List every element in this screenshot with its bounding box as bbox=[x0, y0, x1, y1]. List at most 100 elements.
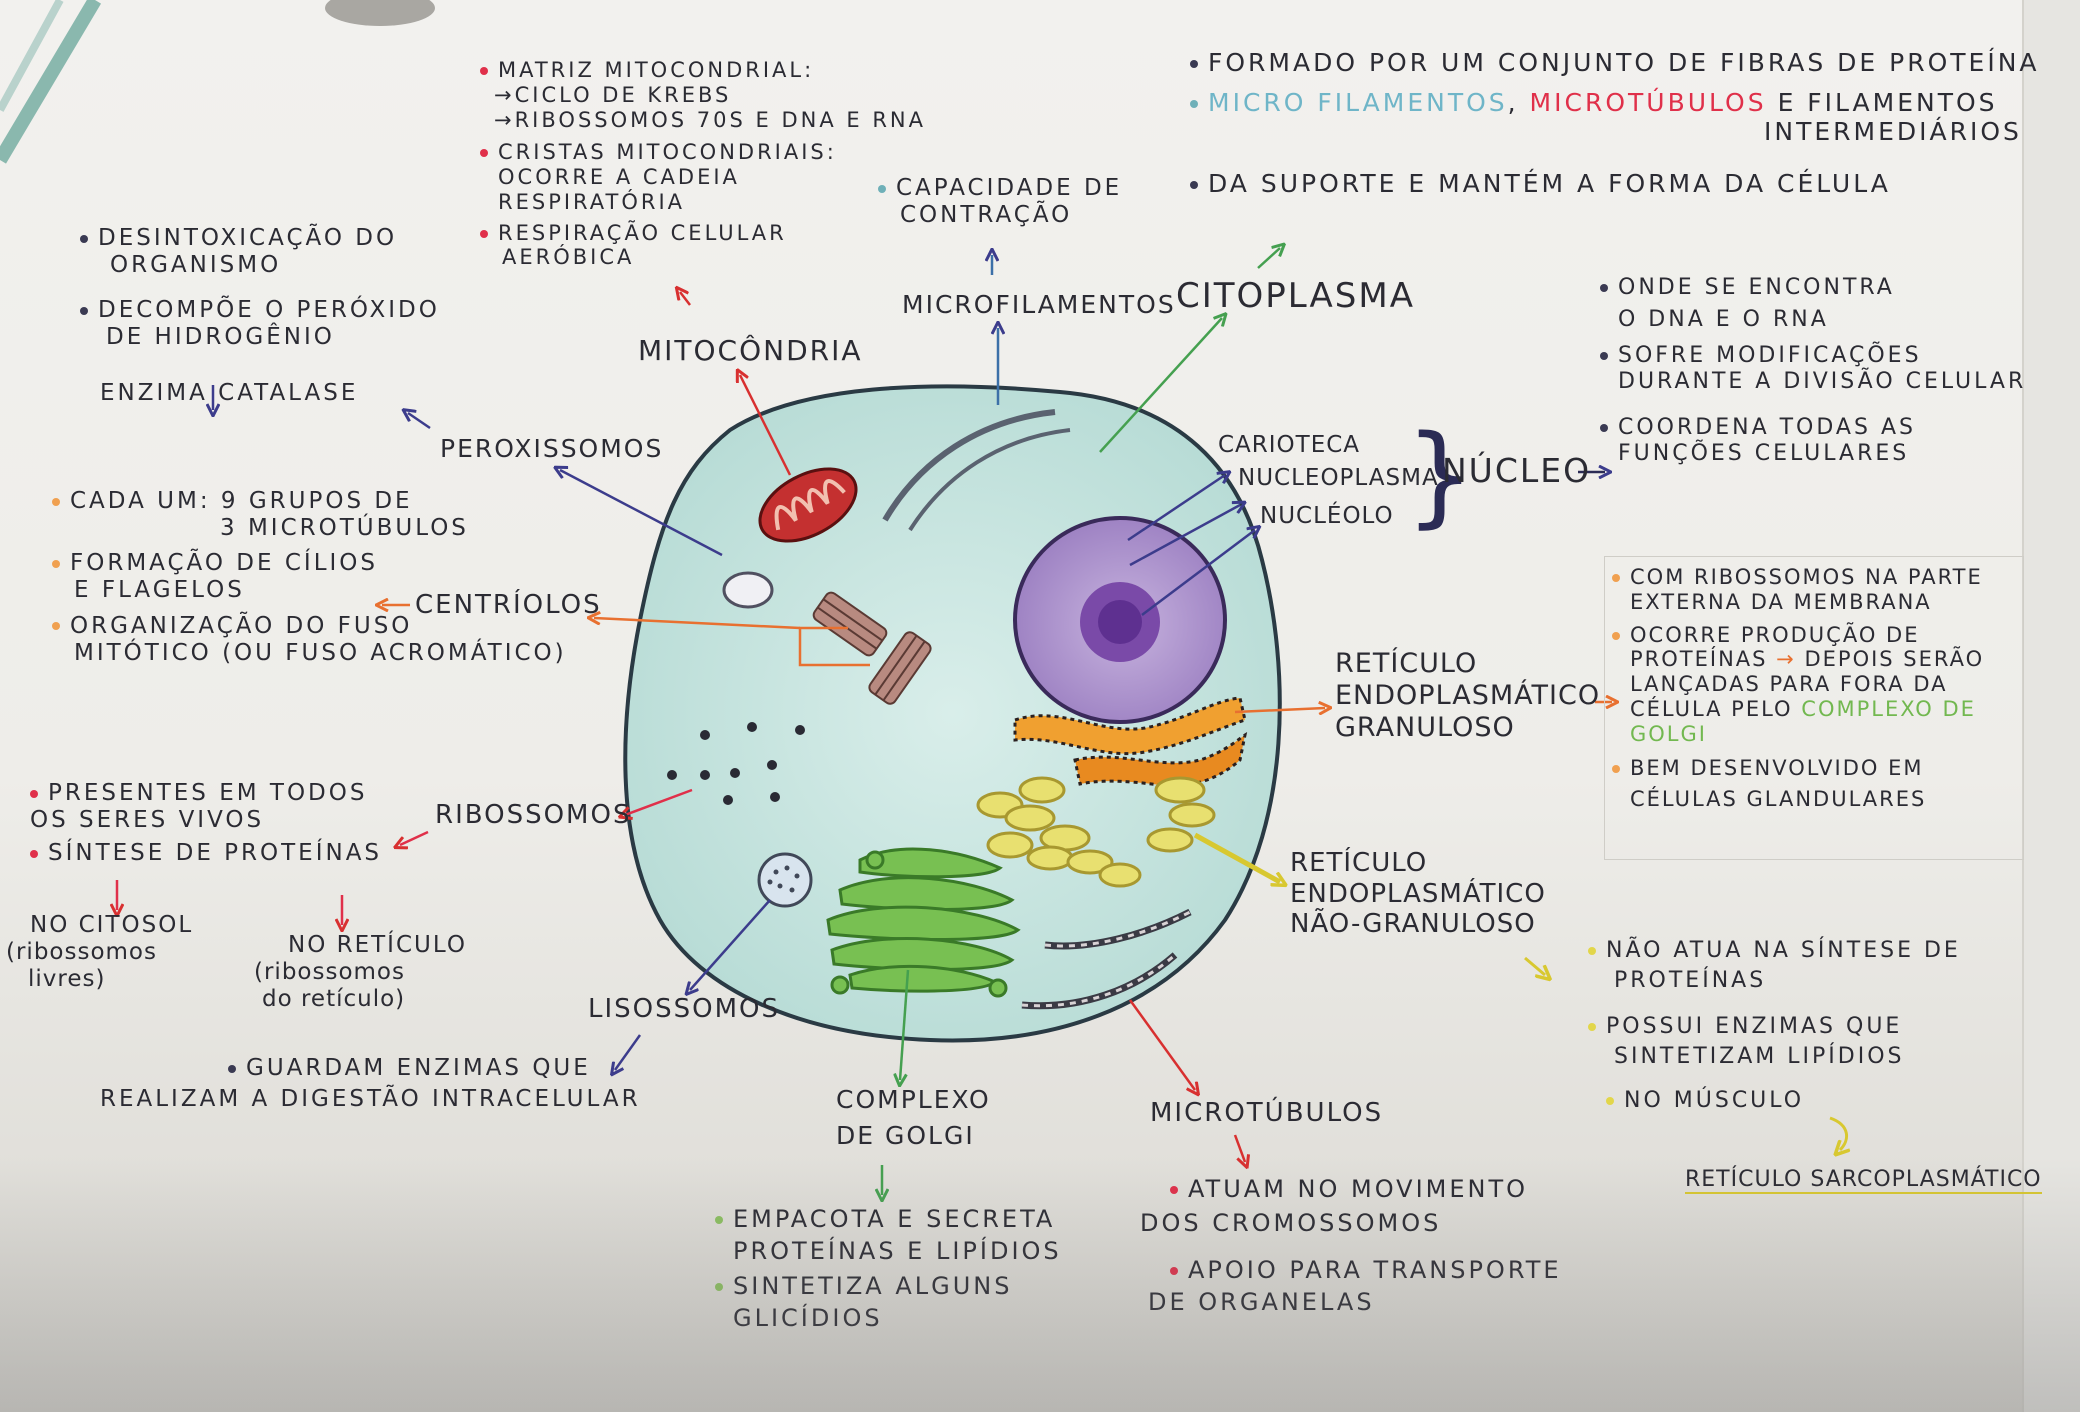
formacao-text-2: E FLAGELOS bbox=[74, 577, 245, 604]
cristas-text-3: RESPIRATÓRIA bbox=[498, 189, 686, 214]
golgi-title-2: DE GOLGI bbox=[836, 1120, 975, 1150]
desintox-text-2: ORGANISMO bbox=[110, 252, 282, 279]
lysosome-shape bbox=[757, 852, 813, 908]
centrioles-shape bbox=[812, 591, 932, 705]
mitochondria-label: MITOCÔNDRIA bbox=[638, 334, 863, 367]
centriolos-info: CADA UM: 9 GRUPOS DE 3 MICROTÚBULOS FORM… bbox=[52, 488, 567, 667]
citosol-info: NO CITOSOL (ribossomos livres) bbox=[6, 912, 193, 993]
microfilamentos-label: MICROFILAMENTOS bbox=[902, 290, 1176, 319]
citoplasma-microtubulos: MICROTÚBULOS bbox=[1529, 87, 1767, 117]
ribossomos-label: RIBOSSOMOS bbox=[435, 800, 632, 830]
citoplasma-comma: , bbox=[1507, 87, 1519, 117]
cristas-text-2: OCORRE A CADEIA bbox=[498, 165, 740, 190]
ren-title-3: NÃO-GRANULOSO bbox=[1290, 909, 1536, 940]
golgi-info: EMPACOTA E SECRETA PROTEÍNAS E LIPÍDIOS … bbox=[715, 1205, 1062, 1332]
nucleo-info: ONDE SE ENCONTRA O DNA E O RNA SOFRE MOD… bbox=[1600, 275, 2026, 467]
reticulo-info: NO RETÍCULO (ribossomos do retículo) bbox=[250, 932, 467, 1013]
lisossomos-info: GUARDAM ENZIMAS QUE REALIZAM A DIGESTÃO … bbox=[100, 1055, 641, 1113]
mitochondria-shape bbox=[758, 467, 858, 543]
nucleo-info-1a: ONDE SE ENCONTRA bbox=[1618, 275, 1895, 300]
citoplasma-microfilamentos: MICRO FILAMENTOS bbox=[1208, 87, 1508, 117]
nucleo-info-2b: DURANTE A DIVISÃO CELULAR bbox=[1618, 368, 2027, 394]
citosol-1: NO CITOSOL bbox=[30, 912, 194, 938]
reg-info-box bbox=[1604, 556, 2024, 860]
reg-i2c: LANÇADAS PARA FORA DA bbox=[1630, 672, 1948, 697]
ribossomos-p2: SÍNTESE DE PROTEÍNAS bbox=[48, 840, 383, 867]
mitochondria-info: MATRIZ MITOCONDRIAL: →CICLO DE KREBS →RI… bbox=[480, 58, 926, 270]
ren-i4: RETÍCULO SARCOPLASMÁTICO bbox=[1685, 1167, 2042, 1194]
citoplasma-intermediarios: INTERMEDIÁRIOS bbox=[1764, 117, 2022, 146]
ribosomes-shape bbox=[667, 722, 805, 805]
citoplasma-line3: DA SUPORTE E MANTÉM A FORMA DA CÉLULA bbox=[1208, 168, 1891, 198]
microtubulos-i1b: DOS CROMOSSOMOS bbox=[1140, 1209, 1442, 1238]
reg-i2d-1: CÉLULA PELO bbox=[1630, 696, 1793, 721]
ren-info: NÃO ATUA NA SÍNTESE DE PROTEÍNAS POSSUI … bbox=[1588, 938, 1961, 1114]
respiracao-text-2: AERÓBICA bbox=[502, 245, 635, 270]
ren-i2b: SINTETIZAM LIPÍDIOS bbox=[1614, 1043, 1905, 1069]
citoplasma-label: CITOPLASMA bbox=[1176, 276, 1415, 316]
microtubulos-label: MICROTÚBULOS bbox=[1150, 1098, 1384, 1128]
microtubulos-i2b: DE ORGANELAS bbox=[1148, 1287, 1375, 1316]
lisossomos-desc-2: REALIZAM A DIGESTÃO INTRACELULAR bbox=[100, 1086, 641, 1113]
smooth-er-shape bbox=[976, 776, 1216, 888]
cada-text-2: 3 MICROTÚBULOS bbox=[220, 515, 469, 542]
ren-label: RETÍCULO ENDOPLASMÁTICO NÃO-GRANULOSO bbox=[1290, 848, 1546, 940]
desintox-text: DESINTOXICAÇÃO DO bbox=[98, 225, 398, 251]
ribossomos70-text: →RIBOSSOMOS 70s E DNA E RNA bbox=[494, 107, 926, 132]
pen-edge bbox=[0, 0, 435, 164]
krebs-text: →CICLO DE KREBS bbox=[494, 82, 732, 107]
ren-sarcoplasmatico: RETÍCULO SARCOPLASMÁTICO bbox=[1685, 1167, 2042, 1194]
leader-arrows bbox=[117, 248, 1847, 1195]
reg-i2e: GOLGI bbox=[1630, 721, 1707, 746]
reticulo-1: NO RETÍCULO bbox=[288, 932, 467, 958]
nucleolo-label: NUCLÉOLO bbox=[1260, 503, 1394, 529]
golgi-title-1: COMPLEXO bbox=[836, 1085, 991, 1114]
golgi-i1b: PROTEÍNAS E LIPÍDIOS bbox=[733, 1237, 1062, 1266]
microfilaments-shape bbox=[882, 409, 1071, 532]
citoplasma-filamentos: E FILAMENTOS bbox=[1777, 87, 1998, 117]
reticulo-2: (ribossomos bbox=[254, 959, 405, 986]
ribossomos-p1a: PRESENTES EM TODOS bbox=[48, 780, 368, 806]
reg-i3b: CÉLULAS GLANDULARES bbox=[1630, 787, 1927, 812]
golgi-label: COMPLEXO DE GOLGI bbox=[836, 1085, 991, 1150]
nucleo-info-2a: SOFRE MODIFICAÇÕES bbox=[1618, 342, 1922, 368]
microtubulos-i1a: ATUAM NO MOVIMENTO bbox=[1188, 1175, 1529, 1203]
capacidade-text: CAPACIDADE DE bbox=[896, 175, 1123, 201]
microtubules-shape bbox=[1021, 908, 1192, 1010]
citosol-3: livres) bbox=[28, 966, 106, 993]
nucleo-bracket: } bbox=[1405, 411, 1475, 539]
carioteca-label: CARIOTECA bbox=[1218, 432, 1361, 458]
ren-i3: NO MÚSCULO bbox=[1624, 1087, 1805, 1113]
citoplasma-info: FORMADO POR UM CONJUNTO DE FIBRAS DE PRO… bbox=[1190, 48, 2040, 198]
lisossomos-label: LISOSSOMOS bbox=[588, 994, 780, 1024]
ren-i2a: POSSUI ENZIMAS QUE bbox=[1606, 1013, 1903, 1039]
ren-i1b: PROTEÍNAS bbox=[1614, 967, 1767, 993]
decompoe-text-2: DE HIDROGÊNIO bbox=[106, 324, 335, 351]
peroxisome-shape bbox=[722, 571, 774, 609]
citosol-2: (ribossomos bbox=[6, 939, 157, 966]
reg-title-3: GRANULOSO bbox=[1335, 711, 1515, 743]
centriolos-label: CENTRÍOLOS bbox=[415, 590, 602, 620]
citoplasma-line1: FORMADO POR UM CONJUNTO DE FIBRAS DE PRO… bbox=[1208, 48, 2040, 77]
decompoe-text: DECOMPÕE O PERÓXIDO bbox=[98, 297, 440, 324]
lisossomos-desc-1: GUARDAM ENZIMAS QUE bbox=[246, 1055, 591, 1081]
formacao-text: FORMAÇÃO DE CÍLIOS bbox=[70, 550, 378, 577]
rough-er-shape bbox=[1013, 696, 1248, 788]
peroxissomos-label: PEROXISSOMOS bbox=[440, 434, 664, 463]
reg-label: RETÍCULO ENDOPLASMÁTICO GRANULOSO bbox=[1335, 648, 1600, 744]
ren-title-1: RETÍCULO bbox=[1290, 848, 1428, 878]
nucleo-label: NÚCLEO bbox=[1442, 451, 1592, 490]
reg-i2a: OCORRE PRODUÇÃO DE bbox=[1630, 622, 1920, 647]
golgi-i1a: EMPACOTA E SECRETA bbox=[733, 1205, 1056, 1233]
golgi-i2a: SINTETIZA ALGUNS bbox=[733, 1271, 1013, 1300]
reg-title-1: RETÍCULO bbox=[1335, 648, 1478, 679]
reg-i2b-arrow: → bbox=[1776, 647, 1796, 672]
reg-title-2: ENDOPLASMÁTICO bbox=[1335, 679, 1601, 711]
enzima-text: ENZIMA CATALASE bbox=[100, 379, 359, 406]
nucleo-info-3b: FUNÇÕES CELULARES bbox=[1618, 440, 1910, 466]
microtubulos-info: ATUAM NO MOVIMENTO DOS CROMOSSOMOS APOIO… bbox=[1140, 1175, 1562, 1316]
reg-i1a: COM RIBOSSOMOS NA PARTE bbox=[1630, 565, 1983, 589]
organizacao-text: ORGANIZAÇÃO DO FUSO bbox=[70, 612, 413, 639]
peroxissomos-info: DESINTOXICAÇÃO DO ORGANISMO DECOMPÕE O P… bbox=[80, 225, 440, 407]
